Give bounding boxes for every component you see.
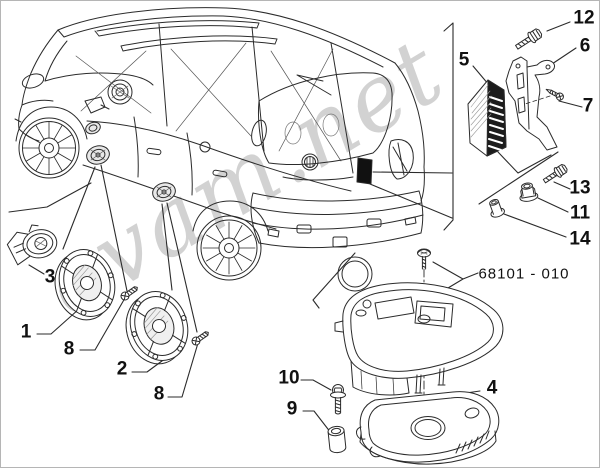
part-label-8b: 8 <box>153 383 165 405</box>
rear-door-speaker-marker <box>152 182 176 202</box>
part-label-14: 14 <box>569 228 591 250</box>
spacer-9-icon <box>327 425 347 454</box>
bolt-10-icon <box>330 384 346 415</box>
amplifier-location-marker <box>356 157 373 185</box>
part-label-9: 9 <box>286 398 298 420</box>
part-1-speaker-icon <box>54 249 116 321</box>
bolt-12-icon <box>515 28 543 50</box>
part-6-bracket-icon <box>505 56 558 151</box>
part-label-1: 1 <box>20 321 32 343</box>
part-2-speaker-icon <box>125 291 189 365</box>
part-label-10: 10 <box>278 367 300 389</box>
part-label-13: 13 <box>569 177 591 199</box>
part-3-tweeter-icon <box>6 224 58 266</box>
part-label-3: 3 <box>44 266 56 288</box>
part-label-2: 2 <box>116 358 128 380</box>
part-code-label: 68101 - 010 <box>478 265 570 283</box>
screw-8a-icon <box>120 286 138 301</box>
rear-wheel <box>192 200 269 281</box>
part-label-8a: 8 <box>63 338 75 360</box>
front-door-speaker-marker <box>86 145 110 165</box>
dash-speaker-icon <box>107 79 133 105</box>
plug-14-icon <box>489 198 505 218</box>
part-label-7: 7 <box>582 95 594 117</box>
car-illustration <box>14 7 425 292</box>
part-label-4: 4 <box>486 377 498 399</box>
part-4-subwoofer-icon <box>356 391 500 465</box>
part-label-5: 5 <box>458 49 470 71</box>
part-label-6: 6 <box>579 35 591 57</box>
part-label-11: 11 <box>569 202 591 224</box>
screw-8b-icon <box>191 331 209 346</box>
part-5-amplifier-icon <box>467 79 507 157</box>
tray-illustration <box>334 282 504 396</box>
screw-7-icon <box>545 88 564 101</box>
front-wheel <box>15 106 88 179</box>
sail-tweeter-marker <box>85 121 101 135</box>
bolt-13-icon <box>542 164 568 184</box>
part-label-12: 12 <box>573 7 595 29</box>
nut-11-icon <box>519 182 539 202</box>
brand-badge-icon <box>301 153 319 171</box>
tray-screw-icon <box>417 248 431 270</box>
